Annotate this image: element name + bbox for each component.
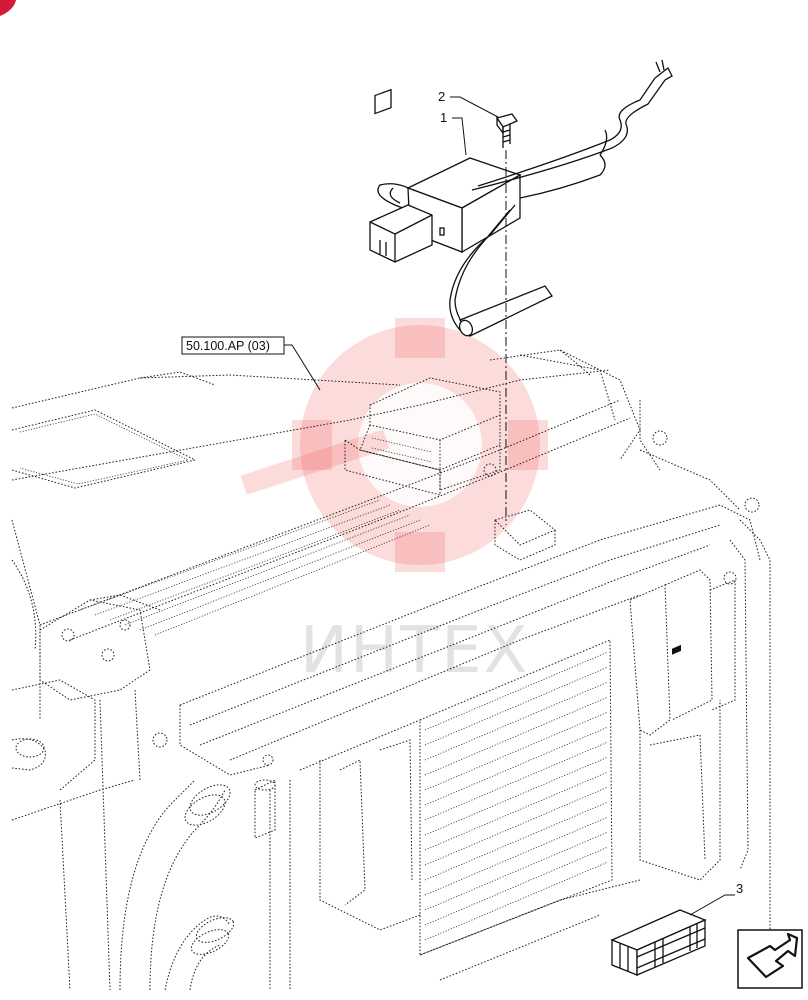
callout-3: 3 — [689, 881, 743, 916]
svg-text:2: 2 — [438, 89, 445, 104]
callout-1: 1 — [440, 110, 467, 156]
callout-2: 2 — [438, 89, 499, 118]
radiator-core-fins — [424, 651, 609, 941]
watermark-logo — [240, 318, 548, 572]
machine-assembly — [11, 349, 771, 991]
svg-text:3: 3 — [736, 881, 743, 896]
return-arrow-icon[interactable] — [737, 929, 803, 989]
corner-mark — [0, 0, 16, 16]
reference-label: 50.100.AP (03) — [186, 339, 270, 353]
watermark-text: ИНТЕХ — [300, 614, 529, 688]
crate-icon — [610, 644, 707, 976]
screw — [495, 113, 518, 148]
svg-text:1: 1 — [440, 110, 447, 125]
sensor-module — [369, 59, 673, 337]
reference-callout: 50.100.AP (03) — [181, 336, 321, 391]
